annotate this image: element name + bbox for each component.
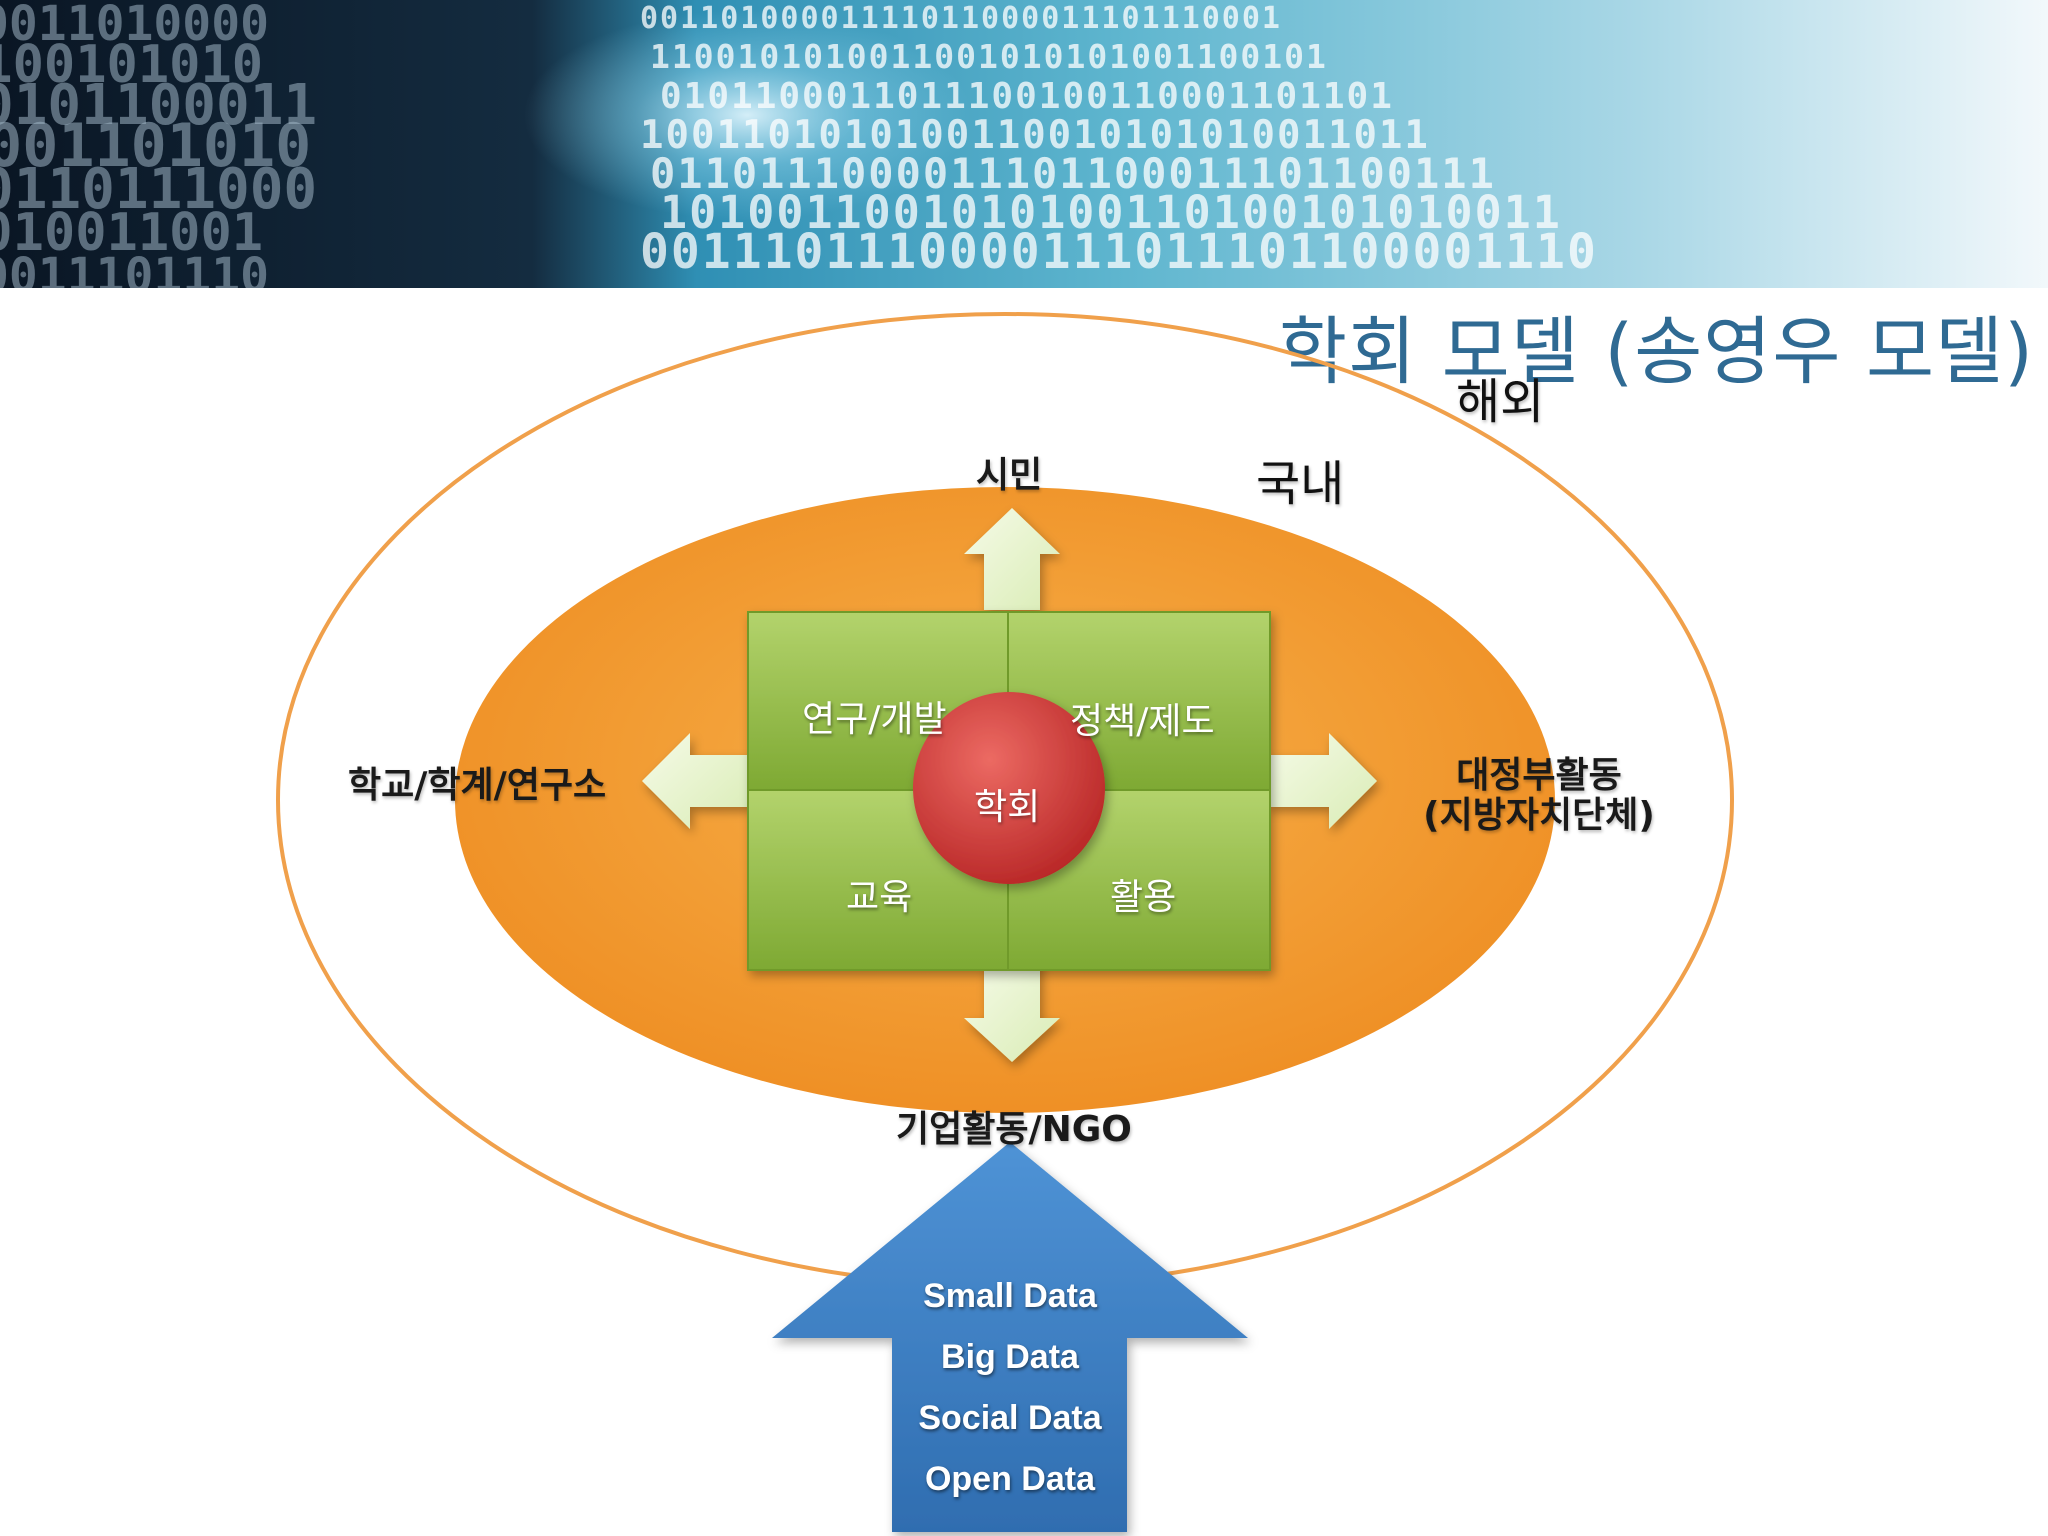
government-label-line1: 대정부활동 bbox=[1456, 755, 1622, 796]
binary-text-left: 0011101110 bbox=[0, 248, 269, 288]
data-source-item: Open Data bbox=[924, 1460, 1096, 1498]
overseas-label: 해외 bbox=[1456, 374, 1545, 430]
data-source-item: Big Data bbox=[941, 1338, 1079, 1376]
binary-text-right: 1001101010100110010101010011011 bbox=[640, 113, 1430, 158]
data-sources-list: Small Data Big Data Social Data Open Dat… bbox=[880, 1266, 1140, 1510]
binary-text-right: 0110111000011101100011101100111 bbox=[650, 149, 1496, 198]
binary-text-left: 0101100011 bbox=[0, 73, 317, 138]
down-arrow bbox=[964, 960, 1060, 1062]
binary-text-right: 1010011001010100110100101010011 bbox=[660, 186, 1562, 239]
quadrant-application-label: 활용 bbox=[1110, 877, 1177, 918]
binary-text-right: 0101100011011100100110001101101 bbox=[660, 76, 1394, 117]
citizens-label: 시민 bbox=[976, 455, 1043, 496]
banner-graphic: 0011010000 001101000011110110000111011100… bbox=[0, 0, 2048, 288]
binary-text-left: 0110111000 bbox=[0, 157, 317, 222]
binary-text-left: 0011010000 bbox=[0, 0, 269, 52]
quadrant-research-label: 연구/개발 bbox=[802, 699, 947, 740]
center-label: 학회 bbox=[974, 787, 1041, 828]
academia-label: 학교/학계/연구소 bbox=[348, 765, 607, 806]
business-ngo-label: 기업활동/NGO bbox=[896, 1109, 1132, 1150]
left-arrow bbox=[642, 733, 750, 829]
binary-text-left: 1100101010 bbox=[0, 35, 263, 95]
data-source-item: Small Data bbox=[923, 1277, 1097, 1315]
up-arrow bbox=[964, 508, 1060, 610]
binary-text-right: 1100101010011001010101001100101 bbox=[650, 37, 1328, 76]
binary-text-right: 00110100001111011000011101110001 bbox=[640, 1, 1282, 36]
center-circle bbox=[913, 692, 1105, 884]
right-arrow bbox=[1268, 733, 1377, 829]
data-sources-arrow bbox=[772, 1142, 1248, 1532]
binary-text-left: 1001101010 bbox=[0, 111, 311, 181]
quadrant-education-label: 교육 bbox=[846, 877, 913, 918]
binary-text-right: 0011101110000111011101100001110 bbox=[640, 224, 1598, 280]
binary-text-left: 1010011001 bbox=[0, 203, 263, 263]
binary-tunnel-banner: 0011010000 001101000011110110000111011100… bbox=[0, 0, 2048, 288]
slide-title: 학회 모델 (송영우 모델) bbox=[1278, 309, 2034, 395]
domestic-label: 국내 bbox=[1256, 456, 1345, 512]
quadrant-policy-label: 정책/제도 bbox=[1070, 701, 1215, 742]
data-source-item: Social Data bbox=[918, 1399, 1102, 1437]
government-label-line2: (지방자치단체) bbox=[1423, 795, 1655, 836]
